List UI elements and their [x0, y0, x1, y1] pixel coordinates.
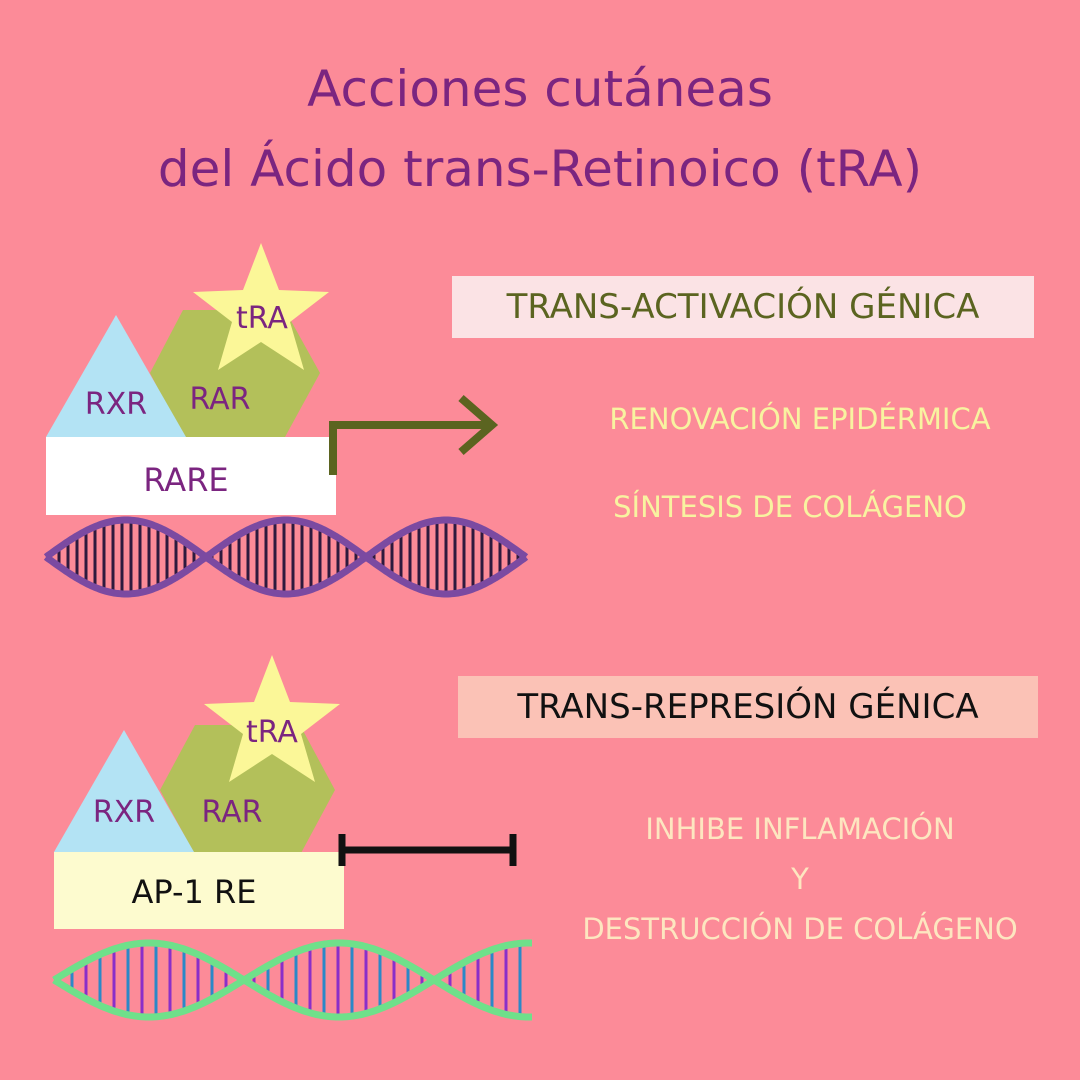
rar-label: RAR — [202, 795, 263, 830]
star-icon — [193, 243, 329, 370]
activation-complex: RXR RAR tRA RARE — [46, 243, 499, 515]
tra-label: tRA — [246, 715, 298, 750]
repression-bar — [338, 834, 517, 866]
tra-label: tRA — [236, 301, 288, 336]
activation-banner: TRANS-ACTIVACIÓN GÉNICA — [452, 276, 1034, 338]
repression-effect-2: Y — [791, 862, 809, 896]
repression-banner: TRANS-REPRESIÓN GÉNICA — [458, 676, 1038, 738]
dna-strand — [52, 939, 532, 1021]
rxr-label: RXR — [93, 795, 155, 830]
ap1-re-box — [54, 852, 344, 929]
repression-effect-1: INHIBE INFLAMACIÓN — [645, 812, 955, 846]
rxr-triangle — [54, 730, 194, 852]
rare-label: RARE — [143, 461, 228, 499]
ap1-re-label: AP-1 RE — [131, 873, 256, 911]
rxr-label: RXR — [85, 387, 147, 422]
star-icon — [204, 655, 340, 782]
activation-effect-1: RENOVACIÓN EPIDÉRMICA — [609, 402, 991, 436]
activation-effect-2: SÍNTESIS DE COLÁGENO — [613, 490, 967, 524]
dna-helix-bottom — [52, 939, 532, 1021]
repression-effect-3: DESTRUCCIÓN DE COLÁGENO — [582, 912, 1018, 946]
rare-box — [46, 437, 336, 515]
dna-strand — [43, 516, 529, 598]
rxr-triangle — [46, 315, 186, 437]
dna-strand — [43, 516, 529, 598]
transcription-arrow — [329, 394, 499, 475]
rar-label: RAR — [190, 382, 251, 417]
repression-complex: RXR RAR tRA AP-1 RE — [54, 655, 517, 929]
page-title-line2: del Ácido trans-Retinoico (tRA) — [157, 140, 923, 198]
dna-strand — [52, 939, 532, 1021]
page-title-line1: Acciones cutáneas — [307, 60, 773, 118]
dna-helix-top — [43, 516, 529, 598]
